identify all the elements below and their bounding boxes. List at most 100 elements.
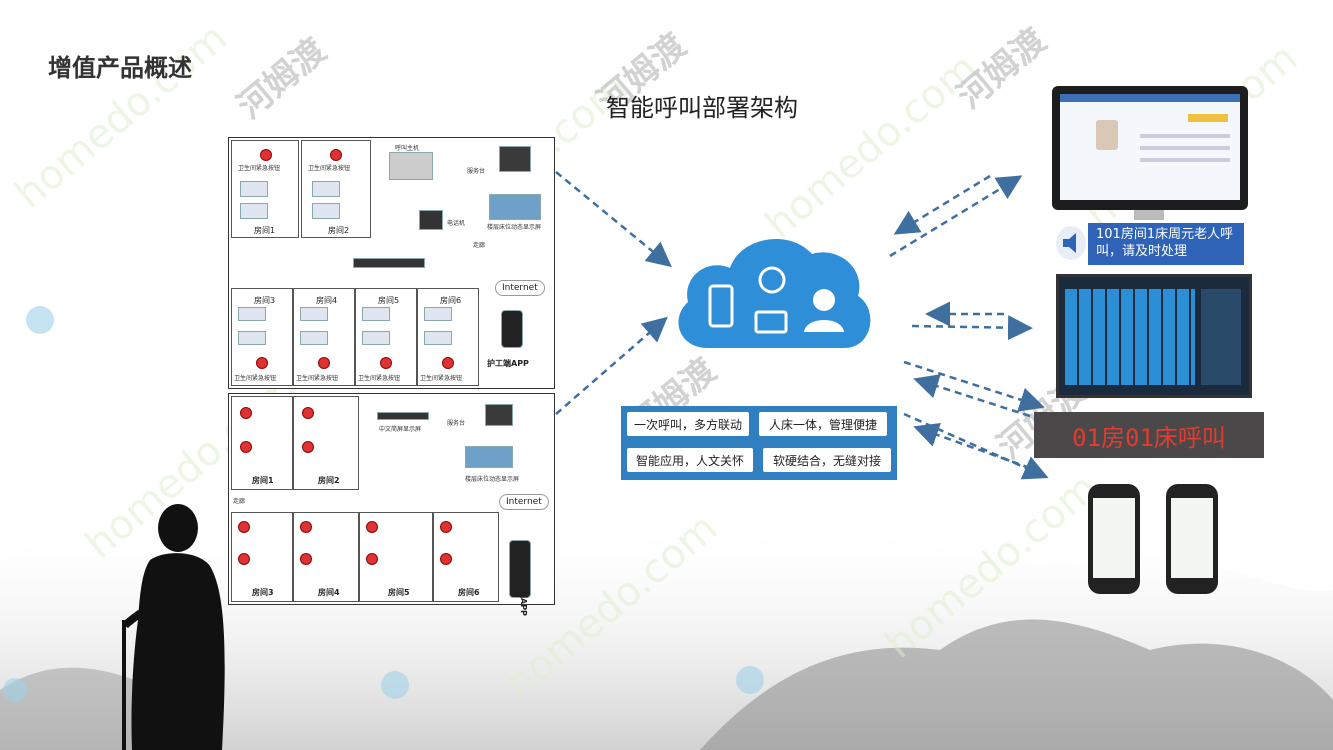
arrow-to-monitor — [889, 175, 1023, 258]
monitor-icon — [754, 310, 788, 334]
cn-display-label: 中文简屏显示屏 — [379, 426, 422, 433]
desktop-monitor — [1052, 86, 1248, 210]
call-alert-banner: 101房间1床周元老人呼叫，请及时处理 — [1088, 223, 1244, 265]
arrow-to-tv — [911, 315, 1033, 341]
page-title: 增值产品概述 — [48, 54, 192, 82]
call-host-icon — [389, 152, 433, 180]
emergency-button-icon — [380, 357, 392, 369]
corridor-label: 走廊 — [473, 242, 486, 249]
emergency-button-icon — [240, 441, 252, 453]
bathroom-button-label: 卫生间紧急按钮 — [296, 375, 339, 382]
bed-status-grid — [1065, 289, 1195, 385]
emergency-button-icon — [442, 357, 454, 369]
monitor-stand — [1134, 210, 1164, 220]
room-box: 房间5 — [359, 512, 433, 602]
led-strip-icon — [377, 412, 429, 420]
room-box: 卫生间紧急按钮 房间1 — [231, 140, 299, 238]
bedside-terminal-icon — [362, 331, 390, 345]
bedside-terminal-icon — [424, 331, 452, 345]
room-label: 房间6 — [440, 296, 462, 305]
diagram-title: 智能呼叫部署架构 — [606, 94, 798, 122]
service-desk-label: 服务台 — [467, 168, 486, 175]
dynamic-display-label: 楼层床位动态显示屏 — [465, 476, 520, 483]
room-label: 房间3 — [254, 296, 276, 305]
emergency-button-icon — [256, 357, 268, 369]
bedside-terminal-icon — [238, 331, 266, 345]
emergency-button-icon — [366, 553, 378, 565]
emergency-button-icon — [238, 553, 250, 565]
arrow-from-monitor — [893, 174, 991, 235]
bathroom-button-label: 卫生间紧急按钮 — [358, 375, 401, 382]
bedside-terminal-icon — [240, 203, 268, 219]
bedside-terminal-icon — [238, 307, 266, 321]
room-box: 房间6 — [433, 512, 499, 602]
bedside-terminal-icon — [300, 307, 328, 321]
emergency-button-icon — [318, 357, 330, 369]
internet-cloud: Internet — [495, 280, 545, 296]
bedside-terminal-icon — [424, 307, 452, 321]
feature-tag: 软硬结合，无缝对接 — [761, 446, 893, 474]
gear-icon — [758, 266, 786, 294]
telephone-label: 电话机 — [447, 220, 466, 227]
telephone-icon — [419, 210, 443, 230]
cloud-platform — [678, 239, 871, 348]
bathroom-button-label: 卫生间紧急按钮 — [420, 375, 463, 382]
room-box: 卫生间紧急按钮 房间2 — [301, 140, 371, 238]
room-box: 房间3 卫生间紧急按钮 — [231, 288, 293, 386]
room-box: 房间4 卫生间紧急按钮 — [293, 288, 355, 386]
room-label: 房间4 — [318, 588, 340, 597]
smartphone-icon — [501, 310, 523, 348]
floor-display-icon — [465, 446, 513, 468]
emergency-button-icon — [330, 149, 342, 161]
emergency-button-icon — [440, 521, 452, 533]
call-host-label: 呼叫主机 — [395, 145, 420, 152]
floor-display-label: 楼层床位动态显示屏 — [487, 224, 542, 231]
emergency-button-icon — [366, 521, 378, 533]
emergency-button-icon — [260, 149, 272, 161]
smartphone-icon — [1166, 484, 1218, 594]
emergency-button-icon — [300, 553, 312, 565]
speaker-icon — [1056, 226, 1086, 260]
floor-display-icon — [489, 194, 541, 220]
status-sidebar — [1201, 289, 1241, 385]
arrow-top-plan — [555, 171, 672, 268]
room-label: 房间4 — [316, 296, 338, 305]
room-box: 房间3 — [231, 512, 293, 602]
internet-cloud: Internet — [499, 494, 549, 510]
arrow-to-phones — [903, 412, 1049, 480]
bedside-terminal-icon — [312, 181, 340, 197]
room-label: 房间1 — [252, 476, 274, 485]
emergency-button-icon — [300, 521, 312, 533]
bathroom-button-label: 卫生间紧急按钮 — [234, 375, 277, 382]
emergency-button-icon — [302, 441, 314, 453]
feature-tag: 人床一体，管理便捷 — [757, 410, 889, 438]
room-label: 房间3 — [252, 588, 274, 597]
computer-icon — [499, 146, 531, 172]
led-call-display: 01房01床呼叫 — [1034, 412, 1264, 458]
feature-tag: 智能应用，人文关怀 — [625, 446, 755, 474]
bedside-terminal-icon — [362, 307, 390, 321]
room-box: 房间1 — [231, 396, 293, 490]
avatar — [1096, 120, 1118, 150]
bathroom-button-label: 卫生间紧急按钮 — [238, 165, 281, 172]
room-label: 房间6 — [458, 588, 480, 597]
arrow-bottom-plan — [555, 316, 668, 415]
floorplan-bottom: 房间1 房间2 中文简屏显示屏 服务台 楼层床位动态显示屏 走廊 Interne… — [228, 393, 555, 616]
room-box: 房间2 — [293, 396, 359, 490]
led-strip-icon — [353, 258, 425, 268]
emergency-button-icon — [238, 521, 250, 533]
arrow-to-led — [903, 360, 1045, 412]
corridor-label: 走廊 — [233, 498, 246, 505]
smartphone-icon — [509, 540, 531, 598]
smartphone-icon — [1088, 484, 1140, 594]
feature-tag: 一次呼叫，多方联动 — [625, 410, 751, 438]
emergency-button-icon — [440, 553, 452, 565]
room-box: 房间5 卫生间紧急按钮 — [355, 288, 417, 386]
room-label: 房间1 — [254, 226, 276, 235]
room-box: 房间4 — [293, 512, 359, 602]
feature-panel: 一次呼叫，多方联动 人床一体，管理便捷 智能应用，人文关怀 软硬结合，无缝对接 — [621, 406, 897, 480]
bedside-terminal-icon — [312, 203, 340, 219]
room-label: 房间2 — [318, 476, 340, 485]
bedside-terminal-icon — [300, 331, 328, 345]
